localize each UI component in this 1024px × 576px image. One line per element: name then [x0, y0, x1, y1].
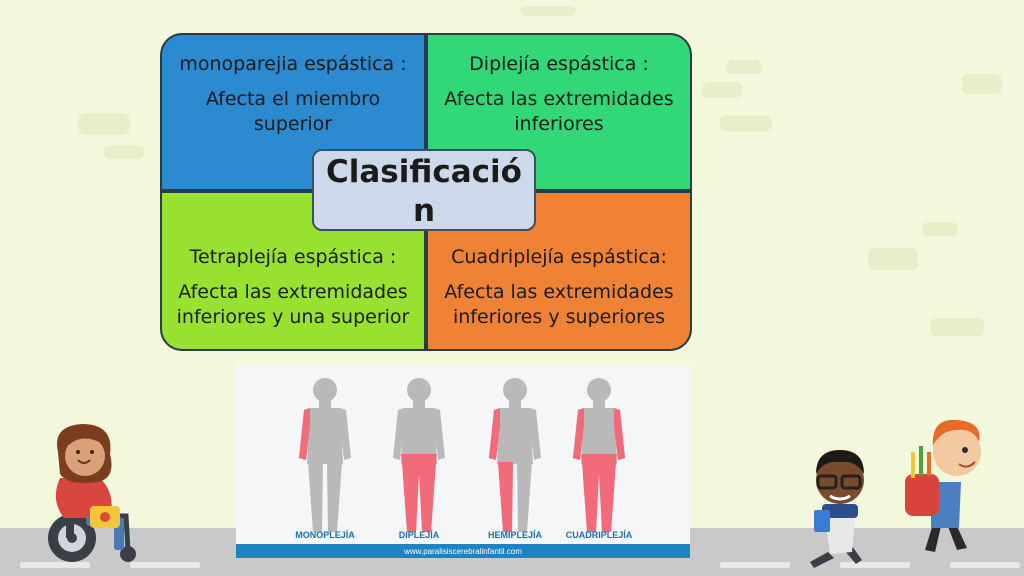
figure-label-hemiplegia: HEMIPLEJÍA	[487, 530, 542, 540]
quadrant-description: Afecta las extremidades inferiores y sup…	[444, 281, 674, 328]
chalk-mark	[930, 318, 984, 336]
center-label: Clasificación	[312, 149, 536, 231]
chalk-mark	[962, 74, 1002, 94]
source-url: www.paralisiscerebralinfantil.com	[404, 547, 522, 556]
figure-hemiplegia	[489, 378, 541, 532]
chalk-mark	[720, 115, 772, 131]
figure-quadriplegia	[573, 378, 625, 532]
chalk-mark	[520, 6, 576, 16]
boy-glasses-illustration	[810, 450, 864, 568]
quadrant-title: monoparejia espástica :	[179, 53, 407, 75]
body-figures	[299, 378, 625, 532]
source-bar: www.paralisiscerebralinfantil.com	[236, 544, 690, 558]
chalk-mark	[702, 82, 742, 98]
quadrant-title: Diplejía espástica :	[469, 53, 649, 75]
figure-label-diplegia: DIPLEJÍA	[398, 530, 440, 540]
chalk-mark	[104, 145, 144, 159]
chalk-mark	[726, 60, 762, 74]
quadrant-description: Afecta las extremidades inferiores y una…	[176, 281, 410, 328]
quadrant-description: Afecta las extremidades inferiores	[444, 88, 674, 135]
figure-monoplegia	[299, 378, 351, 532]
chalk-mark	[78, 113, 130, 135]
figure-diplegia	[393, 378, 445, 532]
quadrant-description: Afecta el miembro superior	[205, 88, 381, 135]
classification-diagram: monoparejia espástica : Afecta el miembr…	[160, 33, 692, 351]
girl-wheelchair-illustration	[48, 424, 136, 562]
figure-label-monoplegia: MONOPLEJÍA	[295, 530, 355, 540]
chalk-mark	[868, 248, 918, 270]
quadrant-title: Tetraplejía espástica :	[189, 246, 397, 268]
quadrant-title: Cuadriplejía espástica:	[451, 246, 667, 268]
chalk-mark	[922, 222, 958, 236]
figure-label-quadriplegia: CUADRIPLEJÍA	[565, 530, 633, 540]
paralysis-types-figure: MONOPLEJÍA DIPLEJÍA HEMIPLEJÍA CUADRIPLE…	[236, 366, 690, 558]
boy-backpack-illustration	[905, 419, 981, 552]
